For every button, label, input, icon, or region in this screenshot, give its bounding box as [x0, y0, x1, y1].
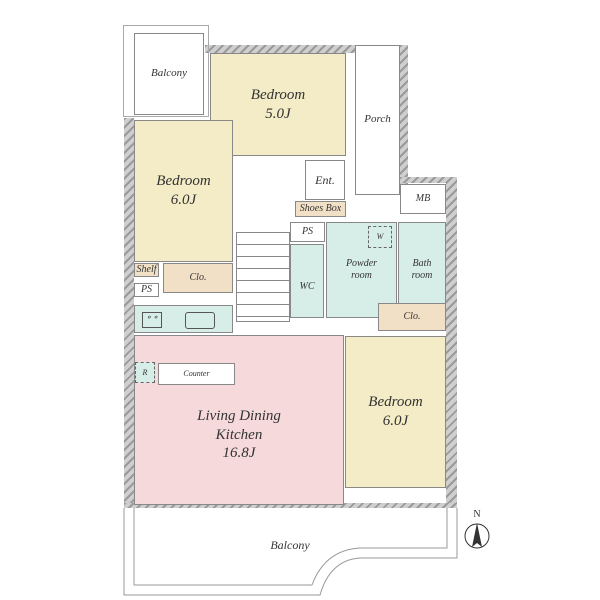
north-label: N — [473, 508, 481, 520]
bedroom-left-name: Bedroom — [156, 173, 211, 190]
bedroom-left-size: 6.0J — [170, 192, 197, 208]
wall-left — [124, 118, 134, 508]
ldk-name: Living Dining — [197, 407, 281, 424]
bath-room-label: Bath room — [411, 257, 433, 282]
porch: Porch — [355, 45, 400, 195]
shoes-box: Shoes Box — [295, 201, 346, 217]
ps-upper: PS — [290, 222, 325, 242]
north-compass: N — [460, 505, 494, 555]
ldk-name-2: Kitchen — [215, 426, 263, 443]
sink-icon — [185, 312, 215, 329]
wall-mb-top — [400, 177, 457, 183]
bedroom-top-name: Bedroom — [250, 86, 306, 103]
compass-icon — [464, 523, 490, 549]
bedroom-right-size: 6.0J — [382, 413, 409, 429]
balcony-bottom: Balcony — [270, 537, 310, 552]
stairs — [236, 232, 290, 322]
wall-top — [205, 45, 355, 53]
bedroom-right: Bedroom 6.0J — [345, 336, 446, 488]
balcony-top-outline — [123, 25, 209, 117]
balcony-top: Balcony — [134, 33, 204, 115]
kitchen-counter: ⚬⚬ — [134, 305, 233, 333]
bedroom-top-size: 5.0J — [265, 105, 291, 122]
refrigerator: R — [135, 362, 155, 383]
ps-lower: PS — [134, 283, 159, 297]
wc: WC — [290, 244, 324, 318]
bedroom-left: Bedroom 6.0J — [134, 120, 233, 262]
closet-left: Clo. — [163, 263, 233, 293]
ldk-size: 16.8J — [222, 445, 256, 462]
stove-icon: ⚬⚬ — [142, 312, 162, 328]
powder-room-label: Powder room — [345, 257, 378, 282]
wall-porch-right — [400, 45, 408, 185]
entrance: Ent. — [305, 160, 345, 200]
counter: Counter — [158, 363, 235, 385]
powder-room: Powder room — [326, 222, 397, 318]
wall-right — [446, 182, 457, 508]
washer-space: W — [368, 226, 392, 248]
wall-bottom — [124, 503, 457, 508]
mb: MB — [400, 184, 446, 214]
shelf: Shelf — [134, 263, 159, 277]
closet-right: Clo. — [378, 303, 446, 331]
bedroom-right-name: Bedroom — [368, 394, 423, 411]
bath-room: Bath room — [398, 222, 446, 318]
